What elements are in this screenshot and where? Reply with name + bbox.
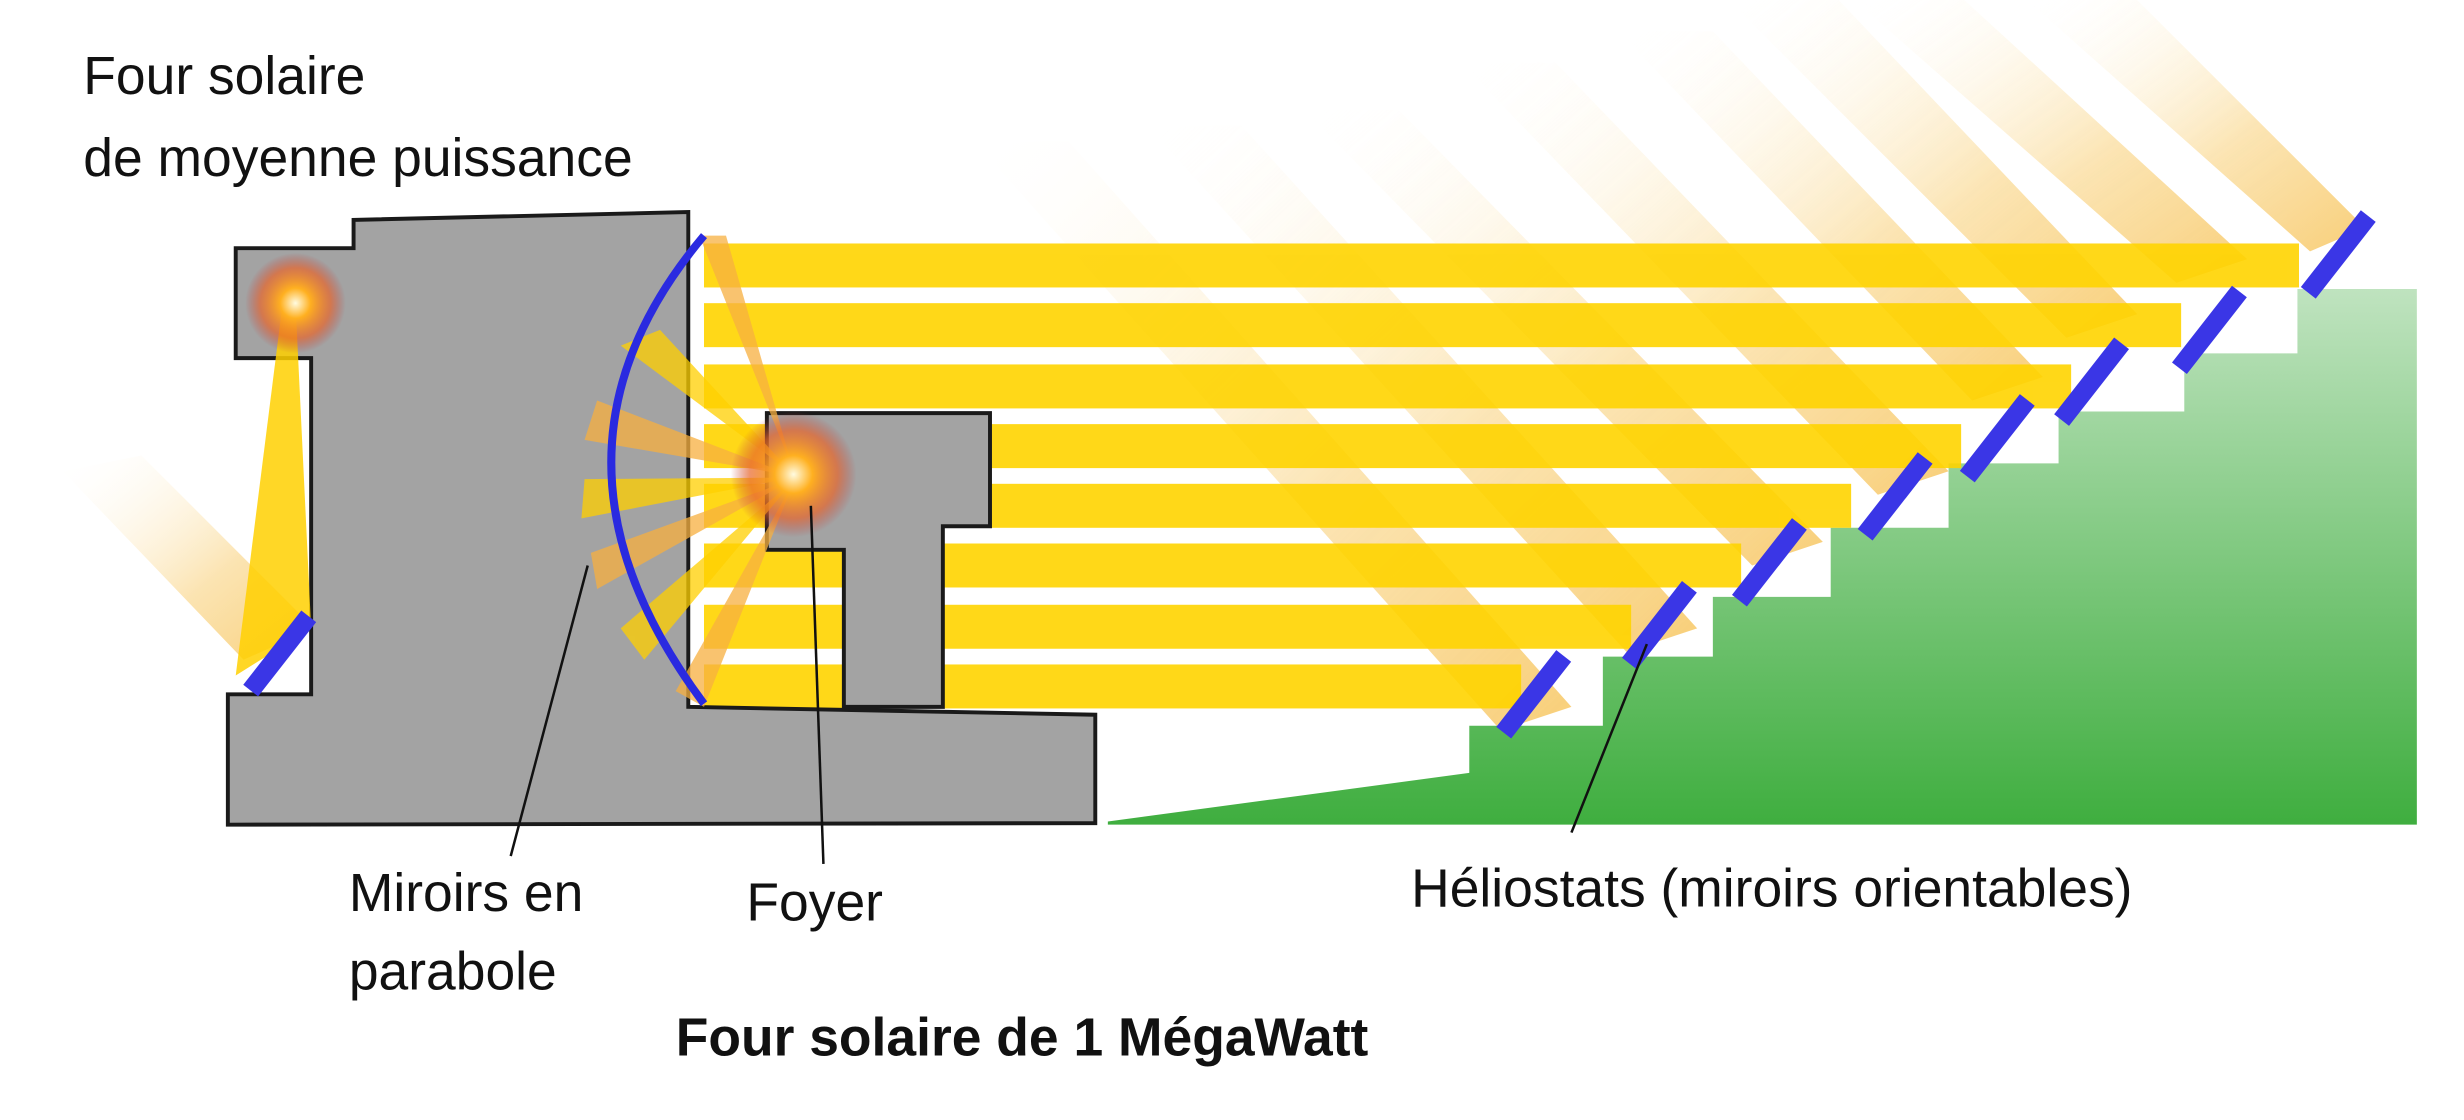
reflected-beams [704, 243, 2299, 709]
leader-lines [509, 505, 1649, 864]
medium-furnace-focus-icon [245, 252, 346, 354]
hillside [1107, 289, 2417, 825]
parabolic-mirror [607, 233, 708, 707]
heliostats [1496, 210, 2376, 739]
label-medium-furnace-line1: Four solaire [83, 47, 365, 106]
small-furnace-beam [235, 301, 312, 676]
label-heliostats: Héliostats (miroirs orientables) [1411, 859, 2132, 918]
label-medium-furnace-line2: de moyenne puissance [83, 129, 632, 188]
diagram-title: Four solaire de 1 MégaWatt [676, 1009, 1369, 1068]
label-focus: Foyer [746, 874, 883, 933]
small-heliostat [243, 610, 317, 697]
label-parabolic-mirrors-line1: Miroirs en [349, 864, 583, 923]
label-parabolic-mirrors-line2: parabole [349, 943, 557, 1002]
medium-furnace-building [225, 210, 1098, 827]
main-focus-icon [730, 411, 857, 538]
